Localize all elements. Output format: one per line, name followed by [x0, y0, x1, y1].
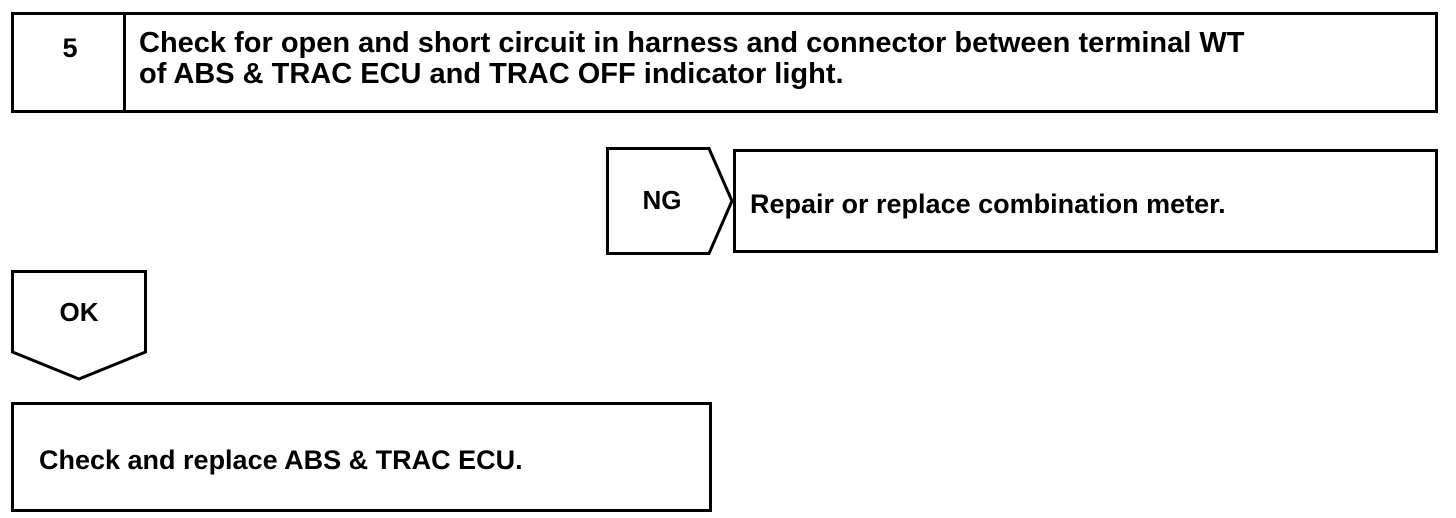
step-instruction-line-1: Check for open and short circuit in harn… [139, 27, 1245, 59]
ok-label: OK [59, 297, 99, 327]
step-number-cell: 5 [14, 15, 126, 110]
step-number: 5 [62, 33, 78, 63]
step-instruction: Check for open and short circuit in harn… [139, 28, 1429, 90]
step-box: 5 Check for open and short circuit in ha… [11, 12, 1438, 113]
step-instruction-line-2: of ABS & TRAC ECU and TRAC OFF indicator… [139, 58, 844, 90]
ok-result-text: Check and replace ABS & TRAC ECU. [39, 445, 523, 475]
ng-arrow-shape [606, 147, 734, 255]
ng-label: NG [642, 185, 682, 215]
ng-result-text: Repair or replace combination meter. [750, 189, 1226, 219]
ok-result-box: Check and replace ABS & TRAC ECU. [11, 402, 712, 512]
ng-result-box: Repair or replace combination meter. [733, 149, 1438, 253]
ok-arrow-shape [11, 270, 147, 381]
